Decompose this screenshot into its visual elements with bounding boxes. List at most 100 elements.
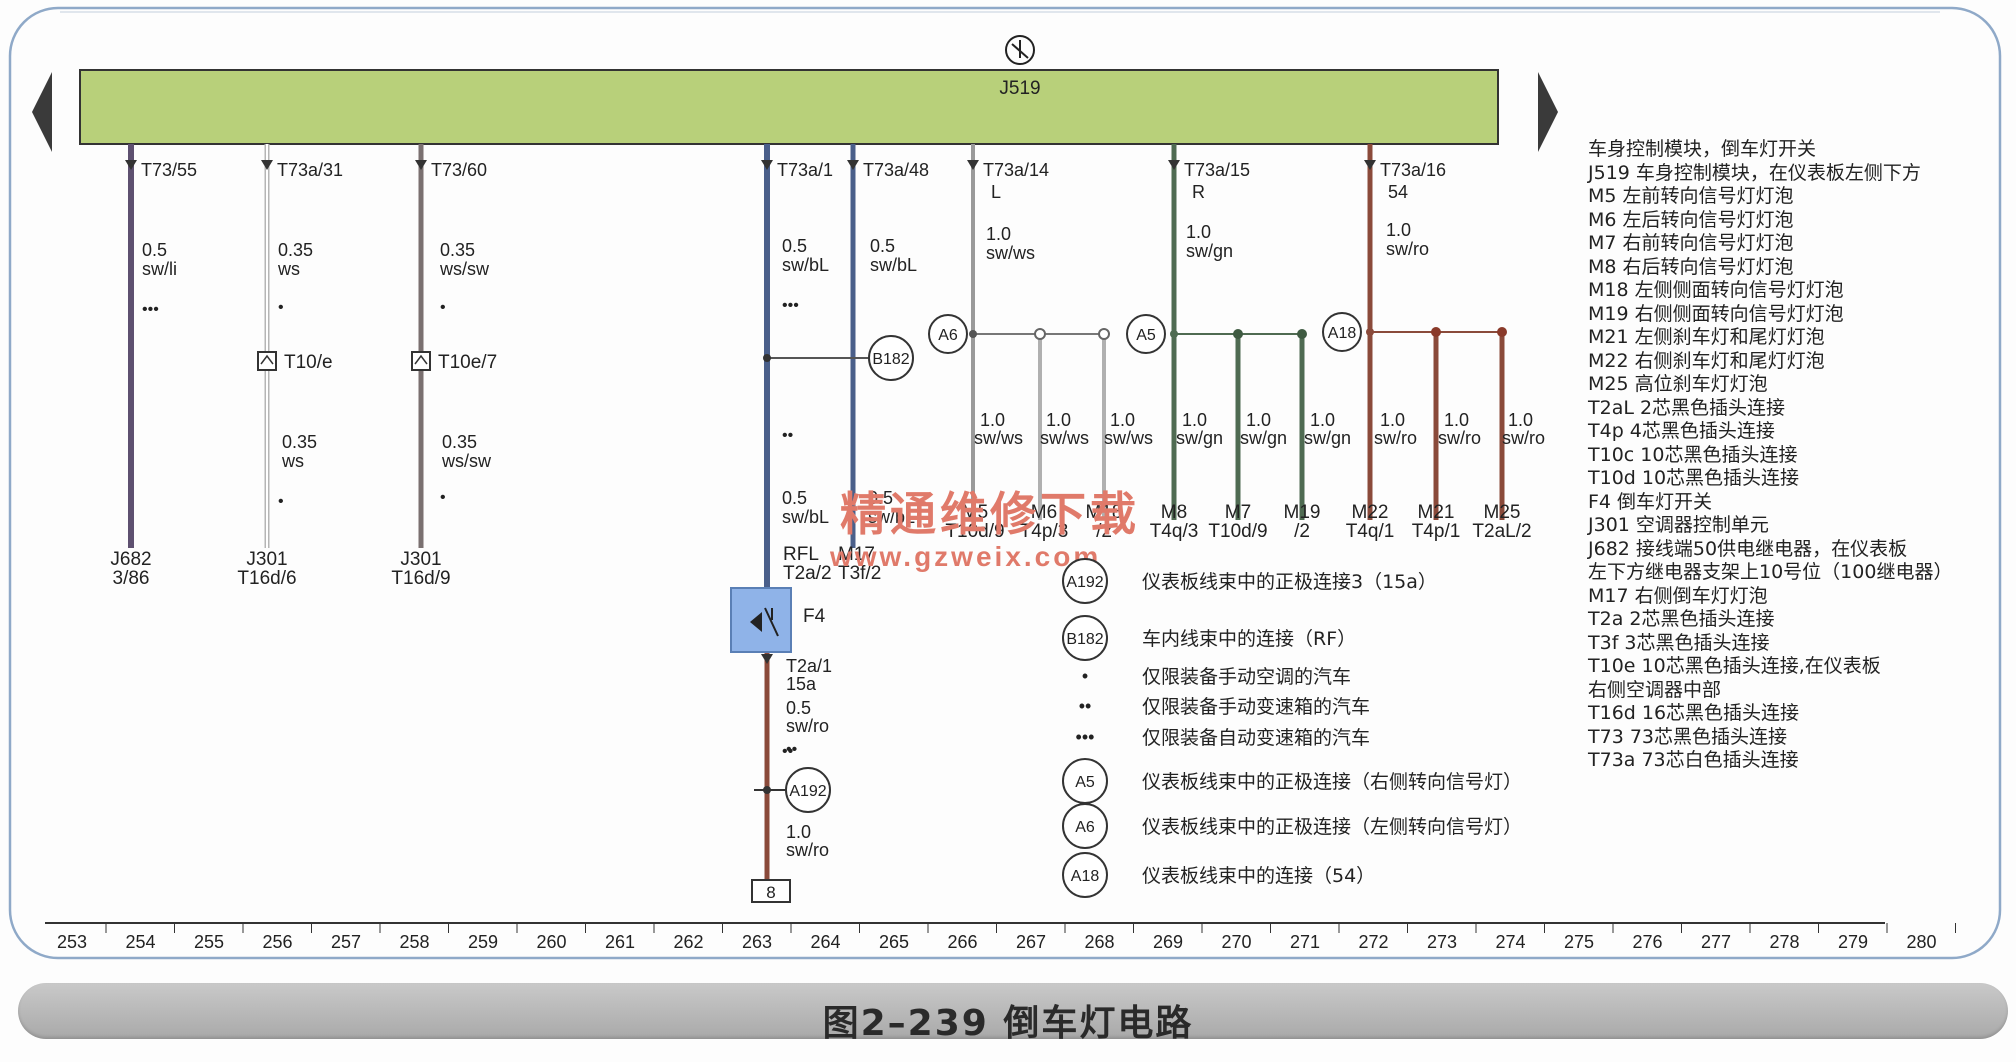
pin-arrow-icon (415, 160, 427, 170)
legend-line: M17 右侧倒车灯灯泡 (1588, 584, 1768, 607)
scale-label: 265 (879, 932, 909, 952)
note-symbol-circle (1062, 558, 1108, 604)
scale-label: 267 (1016, 932, 1046, 952)
wire-size: 1.0 (986, 224, 1011, 244)
scale-label: 277 (1701, 932, 1731, 952)
component-pin: T16d/9 (391, 568, 450, 589)
ground-symbol-icon (1005, 35, 1035, 65)
connector-t10e-1 (257, 351, 277, 371)
scale-label: 260 (536, 932, 566, 952)
branch-size: 1.0 (1310, 410, 1335, 430)
junction-6b (1034, 328, 1046, 340)
scale-label: 263 (742, 932, 772, 952)
scale-label: 271 (1290, 932, 1320, 952)
pin-arrow-icon (847, 160, 859, 170)
wire-size: 0.5 (870, 236, 895, 256)
legend-line: T10e 10芯黑色插头连接,在仪表板 (1588, 655, 1881, 677)
branch-size: 1.0 (1444, 410, 1469, 430)
note-dots: ••• (1076, 727, 1095, 747)
pin-label: T73/60 (431, 160, 487, 180)
switch-label: F4 (803, 606, 826, 627)
legend-line: T73a 73芯白色插头连接 (1588, 749, 1799, 771)
scale-label: 268 (1084, 932, 1114, 952)
pin-label: T73a/14 (983, 160, 1049, 180)
ground-box-label: 8 (766, 883, 775, 902)
component-pin: T4p/3 (1020, 521, 1069, 542)
scale-label: 275 (1564, 932, 1594, 952)
component-name: J682 (110, 549, 151, 570)
pin-tag: L (991, 182, 1001, 202)
wire-size: 0.5 (142, 240, 167, 260)
node-a6-circle (928, 314, 968, 354)
feed-color: sw/ro (786, 716, 829, 736)
component-name: M19 (1284, 502, 1321, 523)
legend-line: 左下方继电器支架上10号位（100继电器） (1588, 561, 1953, 583)
caption-bar (18, 983, 2008, 1039)
wire-color: ws (281, 451, 304, 471)
pin-arrow-icon (1364, 160, 1376, 170)
switch-tag: 15a (786, 674, 817, 694)
legend-line: J301 空调器控制单元 (1588, 514, 1769, 536)
wire-color: sw/ws (986, 243, 1035, 263)
legend-line: M19 右侧侧面转向信号灯灯泡 (1588, 302, 1844, 325)
wire-size: 0.35 (440, 240, 475, 260)
scale-label: 256 (262, 932, 292, 952)
node-b182-circle (868, 335, 914, 381)
switch-pin: T2a/1 (786, 656, 832, 676)
component-pin: T2aL/2 (1472, 521, 1531, 542)
component-pin: T4q/3 (1150, 521, 1199, 542)
legend-line: 右侧空调器中部 (1588, 678, 1722, 701)
component-name: J301 (246, 549, 287, 570)
wire-size: 0.5 (782, 236, 807, 256)
note-symbol-label: A5 (1075, 774, 1095, 791)
component-name: M5 (962, 502, 988, 523)
legend-line: T10d 10芯黑色插头连接 (1588, 467, 1800, 489)
legend-line: T16d 16芯黑色插头连接 (1588, 702, 1800, 724)
scale-label: 269 (1153, 932, 1183, 952)
note-text: 仅限装备手动变速箱的汽车 (1142, 696, 1370, 718)
pin-label: T73a/48 (863, 160, 929, 180)
branch-color: sw/ro (1438, 428, 1481, 448)
arrow-left-icon[interactable] (32, 72, 52, 152)
wire-color: sw/ro (1386, 239, 1429, 259)
component-pin: /2 (1294, 521, 1310, 542)
feed-size: 1.0 (786, 822, 811, 842)
wire-size: 0.35 (282, 432, 317, 452)
component-name: M17 (838, 544, 875, 565)
pin-arrow-icon (125, 160, 137, 170)
scale-label: 258 (399, 932, 429, 952)
node-a6-label: A6 (938, 327, 958, 344)
diagram-frame (8, 6, 2002, 960)
wire-size: 0.35 (442, 432, 477, 452)
wire-size: 0.35 (278, 240, 313, 260)
footnote-mark: • (278, 299, 284, 316)
pin-arrow-icon (761, 160, 773, 170)
switch-f4 (730, 587, 792, 653)
branch-size: 1.0 (1246, 410, 1271, 430)
arrow-right-icon[interactable] (1538, 72, 1558, 152)
wire-color: ws/sw (441, 451, 492, 471)
legend-line: M18 左侧侧面转向信号灯灯泡 (1588, 279, 1844, 301)
a192-junction (763, 786, 771, 794)
note-dots: • (1082, 666, 1088, 686)
junction-7a (1233, 329, 1243, 339)
wire-size: 0.5 (782, 488, 807, 508)
pin-arrow-icon (1168, 160, 1180, 170)
component-pin: T10d/9 (1208, 521, 1267, 542)
wire-color: ws/sw (439, 259, 490, 279)
pin-label: T73a/15 (1184, 160, 1250, 180)
note-symbol-label: A192 (1066, 574, 1103, 591)
legend-line: 车身控制模块，倒车灯开关 (1588, 138, 1817, 160)
scale-label: 266 (947, 932, 977, 952)
branch-size: 1.0 (1508, 410, 1533, 430)
junction-a5 (1170, 330, 1178, 338)
node-a5-label: A5 (1136, 327, 1156, 344)
pin-label: T73a/16 (1380, 160, 1446, 180)
scale-label: 253 (57, 932, 87, 952)
component-pin: T16d/6 (237, 568, 296, 589)
scale-label: 259 (468, 932, 498, 952)
junction-a18 (1366, 328, 1374, 336)
node-b182-label: B182 (872, 351, 909, 368)
legend-line: T3f 3芯黑色插头连接 (1588, 631, 1770, 654)
